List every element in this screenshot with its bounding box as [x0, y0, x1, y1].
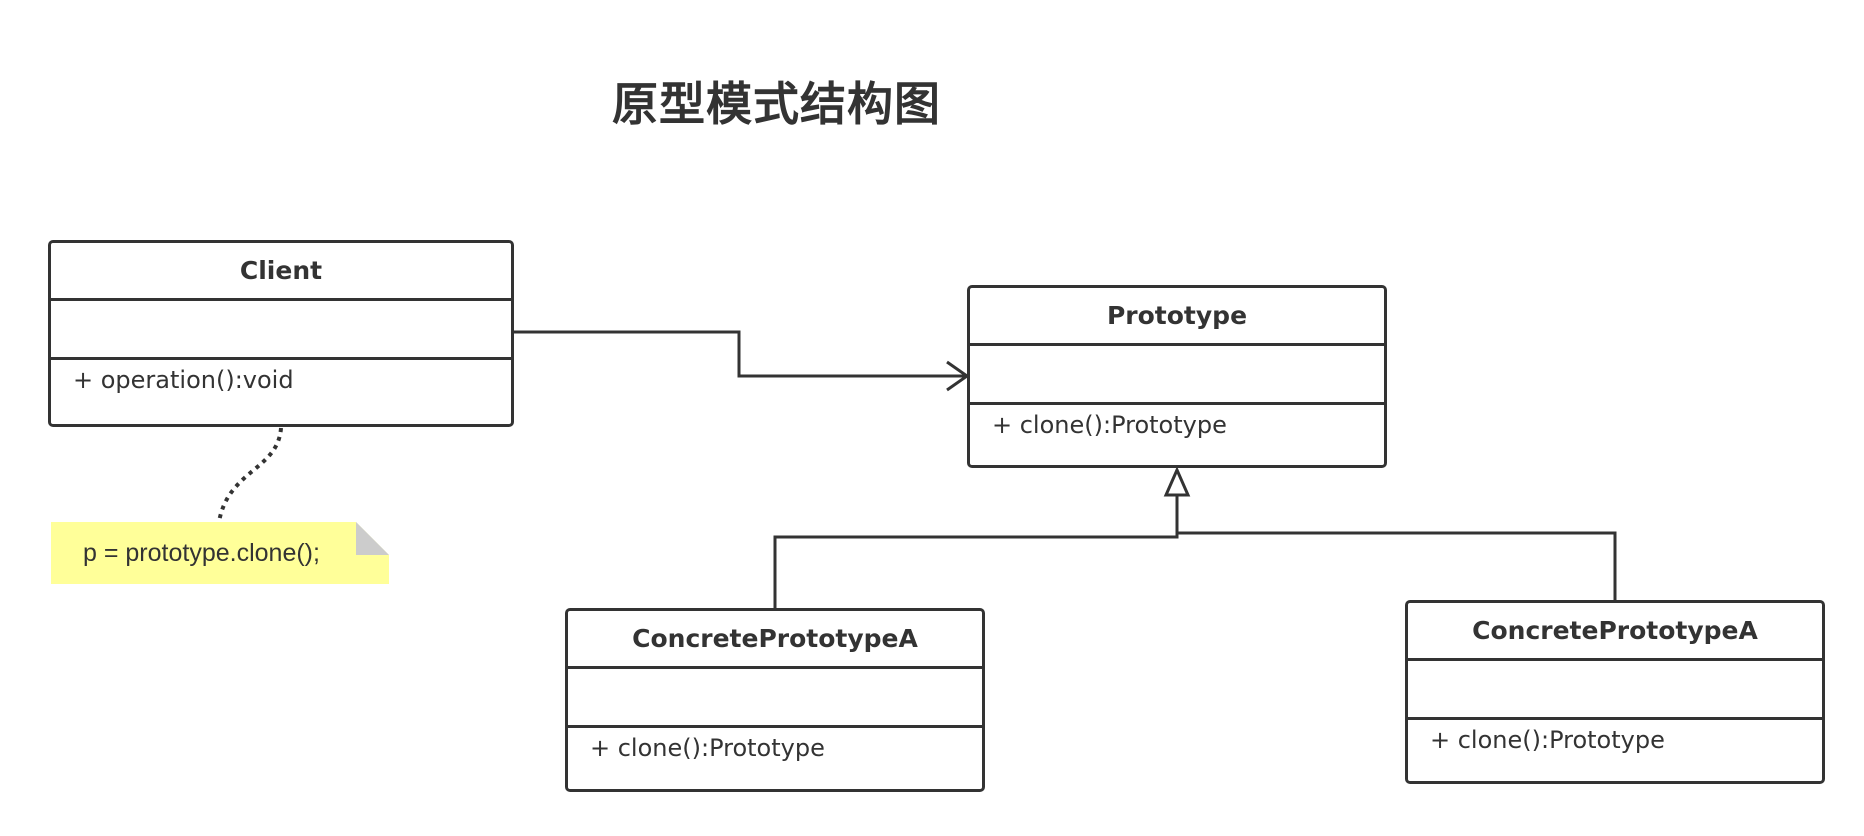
class-client-name: Client: [51, 243, 511, 301]
class-concrete-prototype-b[interactable]: ConcretePrototypeA + clone():Prototype: [1405, 600, 1825, 784]
class-concrete-prototype-b-name: ConcretePrototypeA: [1408, 603, 1822, 661]
diagram-title: 原型模式结构图: [612, 77, 941, 131]
class-client-operation: + operation():void: [73, 366, 294, 394]
class-prototype[interactable]: Prototype + clone():Prototype: [967, 285, 1387, 468]
class-concrete-prototype-b-attributes: [1408, 661, 1822, 720]
class-prototype-name: Prototype: [970, 288, 1384, 346]
class-client-attributes: [51, 301, 511, 360]
class-concrete-prototype-a[interactable]: ConcretePrototypeA + clone():Prototype: [565, 608, 985, 792]
class-concrete-prototype-a-attributes: [568, 669, 982, 728]
class-client[interactable]: Client + operation():void: [48, 240, 514, 427]
generalization-line-b: [1177, 531, 1617, 601]
class-concrete-prototype-a-operation: + clone():Prototype: [590, 734, 825, 762]
generalization-line-a: [773, 493, 1179, 609]
generalization-triangle: [1163, 466, 1191, 497]
class-concrete-prototype-b-operation: + clone():Prototype: [1430, 726, 1665, 754]
note-text: p = prototype.clone();: [83, 538, 320, 567]
class-prototype-attributes: [970, 346, 1384, 405]
note-link: [217, 427, 283, 523]
note[interactable]: p = prototype.clone();: [51, 522, 389, 584]
class-concrete-prototype-a-name: ConcretePrototypeA: [568, 611, 982, 669]
association-line: [512, 330, 967, 378]
class-prototype-operation: + clone():Prototype: [992, 411, 1227, 439]
